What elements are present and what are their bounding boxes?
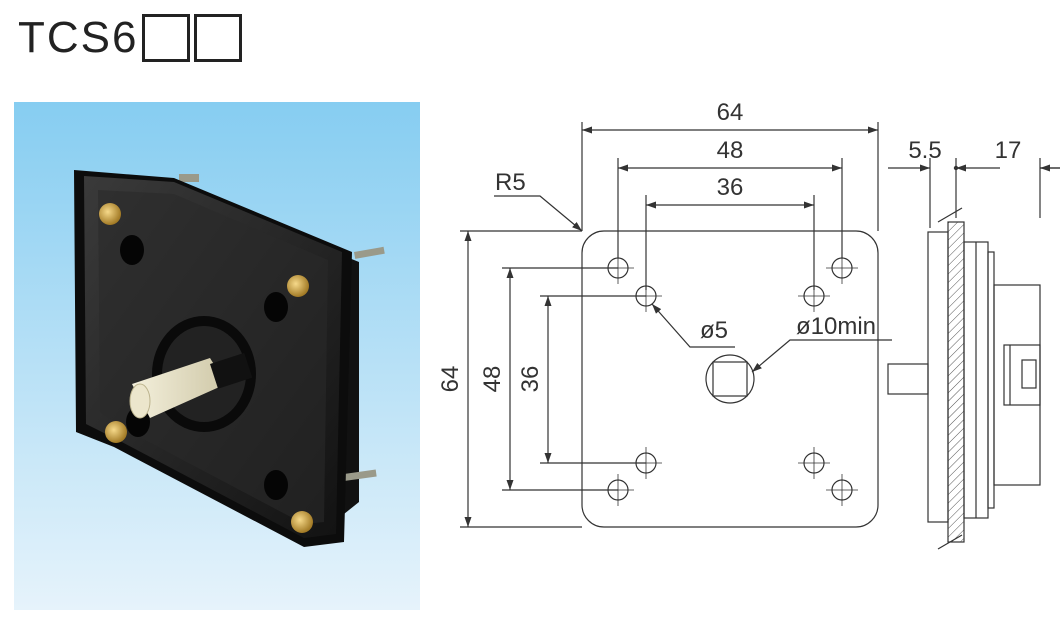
mounting-holes [607, 257, 853, 501]
dim-inner-vertical: 36 [517, 366, 544, 393]
dim-outer-vertical: 48 [479, 366, 506, 393]
dim-center-hole: ø10min [796, 313, 876, 340]
model-title: TCS6 [18, 13, 243, 62]
dim-corner-radius: R5 [495, 169, 526, 196]
dim-outer-spacing: 48 [717, 137, 744, 164]
product-photo [14, 102, 420, 610]
rotary-switch-photo-icon [14, 102, 420, 610]
option-box-1 [142, 14, 191, 62]
dim-overall-height: 64 [437, 366, 464, 393]
dim-inner-spacing: 36 [717, 174, 744, 201]
model-code: TCS6 [18, 13, 139, 62]
front-plate-outline [581, 230, 879, 528]
side-view [887, 158, 1060, 550]
dim-overall-width: 64 [717, 99, 744, 126]
dim-body-depth: 17 [995, 137, 1022, 164]
option-box-2 [194, 14, 243, 62]
dim-plate-thickness: 5.5 [908, 137, 941, 164]
center-hole [705, 354, 755, 404]
dim-hole-diameter: ø5 [700, 317, 728, 344]
